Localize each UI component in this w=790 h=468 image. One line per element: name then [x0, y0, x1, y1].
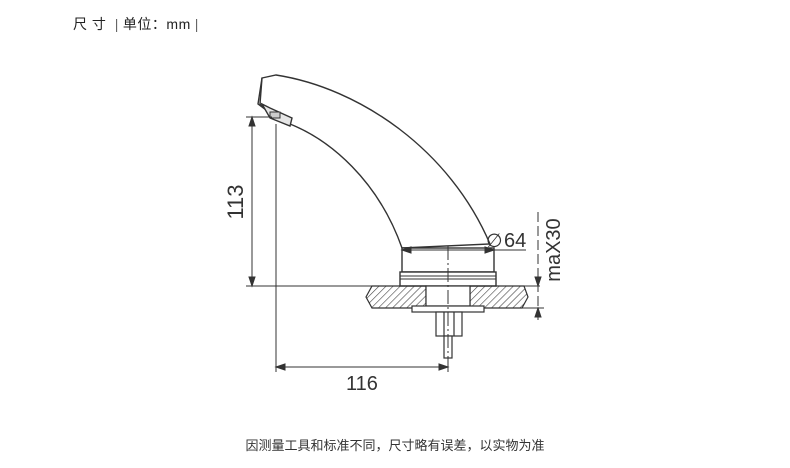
diameter-value: 64	[504, 230, 526, 252]
diameter-symbol: ∅	[486, 231, 503, 252]
size-title: 尺 寸	[73, 16, 107, 32]
thickness-dimension	[520, 212, 544, 322]
width-value: 116	[346, 373, 378, 395]
spout-outline	[259, 74, 492, 249]
thickness-value: maX30	[543, 218, 565, 281]
height-value: 113	[223, 184, 248, 219]
faucet-body	[257, 74, 492, 249]
header: 尺 寸 |单位：mm|	[73, 14, 203, 34]
diameter-dimension	[400, 246, 526, 254]
unit-label: 单位：mm	[122, 16, 191, 32]
separator-right: |	[194, 16, 199, 32]
countertop-left	[365, 285, 427, 309]
height-dimension	[246, 115, 540, 288]
separator-left: |	[114, 16, 119, 32]
nozzle	[269, 111, 281, 119]
footer-note: 因测量工具和标准不同，尺寸略有误差，以实物为准	[245, 438, 545, 453]
countertop-right	[469, 285, 529, 309]
width-dimension	[274, 124, 450, 372]
